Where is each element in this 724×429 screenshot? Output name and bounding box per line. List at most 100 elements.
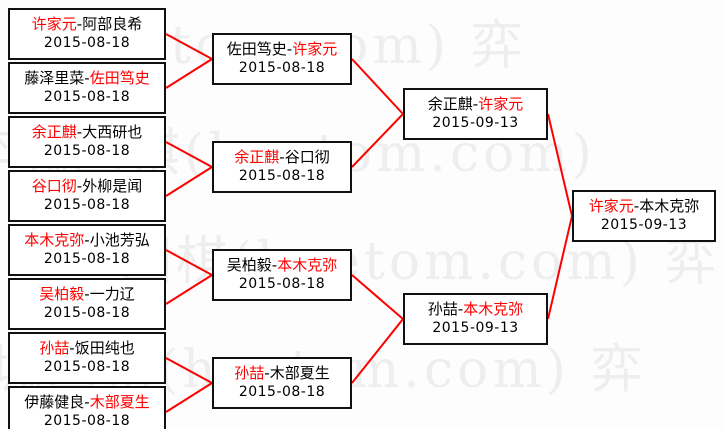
player-left: 孙喆 (234, 364, 265, 383)
player-left: 藤泽里菜 (24, 69, 85, 88)
player-separator: - (633, 197, 640, 216)
player-right: 大西研也 (82, 123, 143, 142)
player-left: 佐田笃史 (226, 40, 287, 59)
player-left: 孙喆 (427, 300, 458, 319)
bracket-connector (165, 58, 213, 89)
match-players: 孙喆-木部夏生 (234, 365, 329, 382)
player-separator: - (84, 231, 90, 250)
bracket-connector (165, 249, 213, 276)
bracket-connector (165, 382, 213, 413)
player-left: 伊藤健良 (24, 393, 85, 412)
player-separator: - (69, 339, 75, 358)
player-left: 余正麒 (234, 148, 280, 167)
bracket-connector (165, 274, 213, 305)
player-left: 吴柏毅 (39, 285, 85, 304)
match-date: 2015-08-18 (238, 275, 326, 292)
player-right: 本木克弥 (639, 197, 700, 216)
player-left: 吴柏毅 (226, 256, 272, 275)
bracket-connector (351, 318, 404, 384)
player-left: 谷口彻 (31, 177, 77, 196)
match-date: 2015-09-13 (432, 114, 519, 131)
match-players: 伊藤健良-木部夏生 (24, 394, 149, 411)
match-date: 2015-08-18 (43, 196, 131, 213)
player-left: 余正麒 (31, 123, 77, 142)
match-date: 2015-08-18 (43, 34, 131, 51)
player-right: 谷口彻 (284, 148, 330, 167)
match-players: 谷口彻-外柳是闻 (32, 178, 142, 195)
bracket-connector (165, 357, 213, 384)
bracket-connector (351, 274, 404, 320)
player-separator: - (84, 285, 90, 304)
player-separator: - (84, 393, 90, 412)
match-players: 本木克弥-小池芳弘 (24, 232, 149, 249)
match-date: 2015-08-18 (43, 88, 131, 105)
match-date: 2015-09-13 (600, 216, 688, 233)
player-right: 小池芳弘 (89, 231, 150, 250)
match-players: 孙喆-本木克弥 (428, 301, 523, 318)
player-separator: - (264, 364, 270, 383)
match-date: 2015-08-18 (43, 142, 131, 159)
bracket-connector (351, 58, 404, 115)
match-date: 2015-08-18 (238, 383, 326, 400)
match-date: 2015-08-18 (43, 304, 131, 321)
bracket-connector (547, 113, 573, 217)
match-players: 余正麒-谷口彻 (234, 149, 329, 166)
match-players: 余正麒-许家元 (428, 96, 523, 113)
player-left: 本木克弥 (24, 231, 85, 250)
match-date: 2015-09-13 (432, 319, 519, 336)
player-separator: - (76, 123, 83, 142)
player-separator: - (472, 95, 479, 114)
player-left: 余正麒 (427, 95, 473, 114)
player-left: 孙喆 (39, 339, 70, 358)
player-separator: - (286, 40, 293, 59)
player-separator: - (76, 15, 83, 34)
player-right: 阿部良希 (82, 15, 143, 34)
player-right: 木部夏生 (89, 393, 150, 412)
player-right: 本木克弥 (277, 256, 338, 275)
player-left: 许家元 (588, 197, 634, 216)
player-right: 佐田笃史 (89, 69, 150, 88)
player-separator: - (84, 69, 90, 88)
player-right: 木部夏生 (269, 364, 330, 383)
player-right: 一力辽 (89, 285, 135, 304)
match-players: 许家元-本木克弥 (589, 198, 699, 215)
player-right: 许家元 (292, 40, 338, 59)
player-right: 饭田纯也 (74, 339, 135, 358)
player-separator: - (279, 148, 285, 167)
bracket-connector (547, 215, 573, 320)
match-players: 余正麒-大西研也 (32, 124, 142, 141)
bracket-connector (165, 141, 213, 168)
match-date: 2015-08-18 (43, 358, 131, 375)
match-date: 2015-08-18 (238, 167, 326, 184)
match-players: 许家元-阿部良希 (32, 16, 142, 33)
match-players: 佐田笃史-许家元 (227, 41, 337, 58)
player-right: 许家元 (478, 95, 524, 114)
watermark-text: 围棋(hoetom.com) 弈 (120, 232, 721, 292)
player-right: 外柳是闻 (82, 177, 143, 196)
player-right: 本木克弥 (463, 300, 524, 319)
bracket-connector (351, 113, 404, 168)
match-players: 吴柏毅-一力辽 (39, 286, 134, 303)
bracket-connector (165, 166, 213, 197)
bracket-connector (165, 33, 213, 60)
player-separator: - (76, 177, 83, 196)
match-players: 吴柏毅-本木克弥 (227, 257, 337, 274)
player-separator: - (457, 300, 464, 319)
match-players: 藤泽里菜-佐田笃史 (24, 70, 149, 87)
